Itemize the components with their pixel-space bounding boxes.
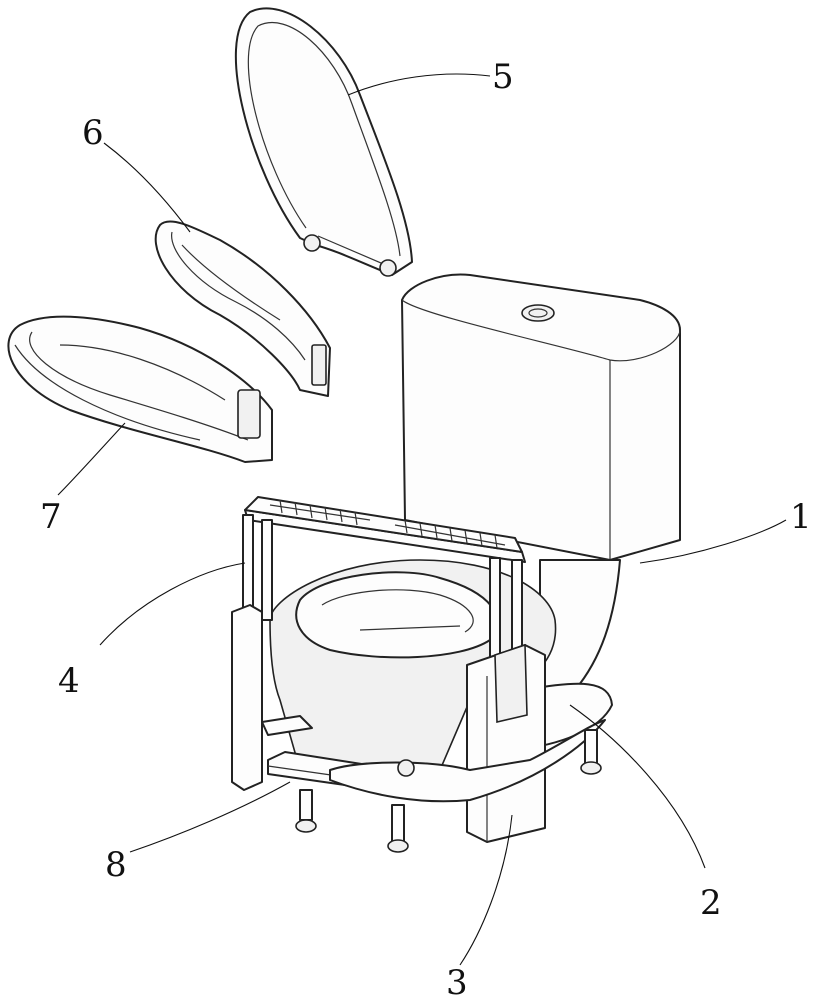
leader-lines (57, 73, 787, 966)
label-1: 1 (790, 497, 812, 537)
lid-part-5 (234, 7, 413, 277)
leader-8 (129, 781, 291, 853)
label-4: 4 (58, 661, 80, 701)
tank-part-1 (401, 273, 681, 561)
label-5: 5 (492, 57, 514, 97)
leader-3 (459, 814, 513, 966)
base-part-2 (269, 559, 621, 771)
label-2: 2 (700, 883, 722, 923)
seat-part-6 (154, 220, 331, 397)
seat-part-7 (7, 315, 273, 463)
leader-6 (103, 142, 191, 233)
leader-5 (347, 73, 491, 96)
leader-2 (569, 704, 706, 869)
label-3: 3 (446, 963, 468, 1000)
label-7: 7 (40, 497, 62, 537)
pedal-part-8 (261, 715, 606, 853)
leader-1 (639, 519, 787, 564)
leader-7 (57, 422, 126, 496)
frame-part-4 (242, 496, 526, 691)
label-6: 6 (82, 113, 104, 153)
label-8: 8 (105, 845, 127, 885)
leader-4 (99, 562, 246, 646)
